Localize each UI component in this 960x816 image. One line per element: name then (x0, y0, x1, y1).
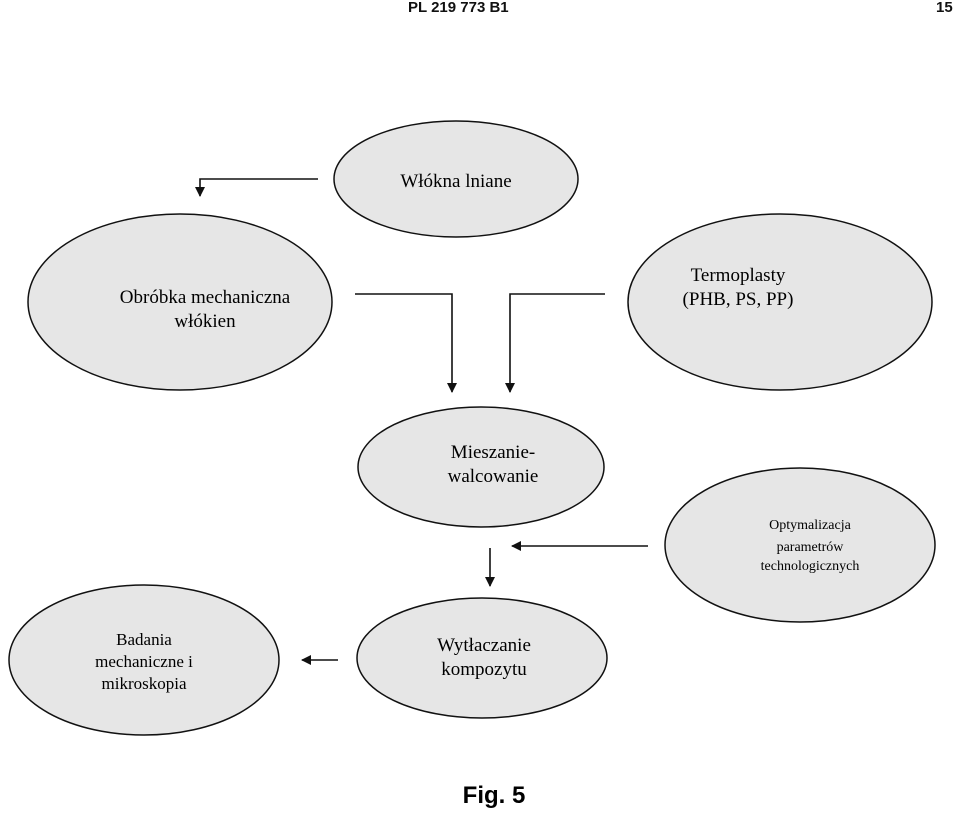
node-label-line-2: (PHB, PS, PP) (683, 289, 794, 310)
node-label-line-2: walcowanie (448, 466, 539, 487)
node-label-line-1: Mieszanie- (451, 442, 535, 463)
node-label-line-3: technologicznych (761, 559, 860, 574)
arrow-wlokna-to-obrobka (195, 178, 318, 197)
node-label-line-2: mechaniczne i (95, 652, 193, 671)
node-mieszanie-walcowanie: Mieszanie- walcowanie (357, 406, 605, 528)
node-label-line-1: Obróbka mechaniczna (120, 287, 291, 308)
node-label: Włókna lniane (400, 171, 511, 192)
node-wlokna-lniane: Włókna lniane (333, 120, 579, 238)
node-termoplasty: Termoplasty (PHB, PS, PP) (627, 213, 933, 391)
node-label-line-1: Wytłaczanie (437, 635, 531, 656)
node-obrobka-mechaniczna: Obróbka mechaniczna włókien (27, 213, 333, 391)
arrow-termoplasty-to-mieszanie (505, 293, 605, 393)
node-label-line-2: kompozytu (441, 659, 527, 680)
node-label-line-1: Badania (116, 630, 172, 649)
node-wytlaczanie-kompozytu: Wytłaczanie kompozytu (356, 597, 608, 719)
node-label-line-2: parametrów (777, 540, 845, 555)
node-label-line-3: mikroskopia (102, 674, 187, 693)
node-label-line-2: włókien (174, 311, 236, 332)
node-badania: Badania mechaniczne i mikroskopia (8, 584, 280, 736)
document-number: PL 219 773 B1 (408, 0, 509, 16)
node-label-line-1: Optymalizacja (769, 518, 851, 533)
page-number: 15 (936, 0, 953, 16)
arrow-obrobka-to-mieszanie (355, 293, 457, 393)
page-header: PL 219 773 B1 15 (0, 0, 960, 20)
figure-caption: Fig. 5 (462, 782, 526, 809)
node-label-line-1: Termoplasty (691, 265, 786, 286)
node-optymalizacja: Optymalizacja parametrów technologicznyc… (664, 467, 936, 623)
